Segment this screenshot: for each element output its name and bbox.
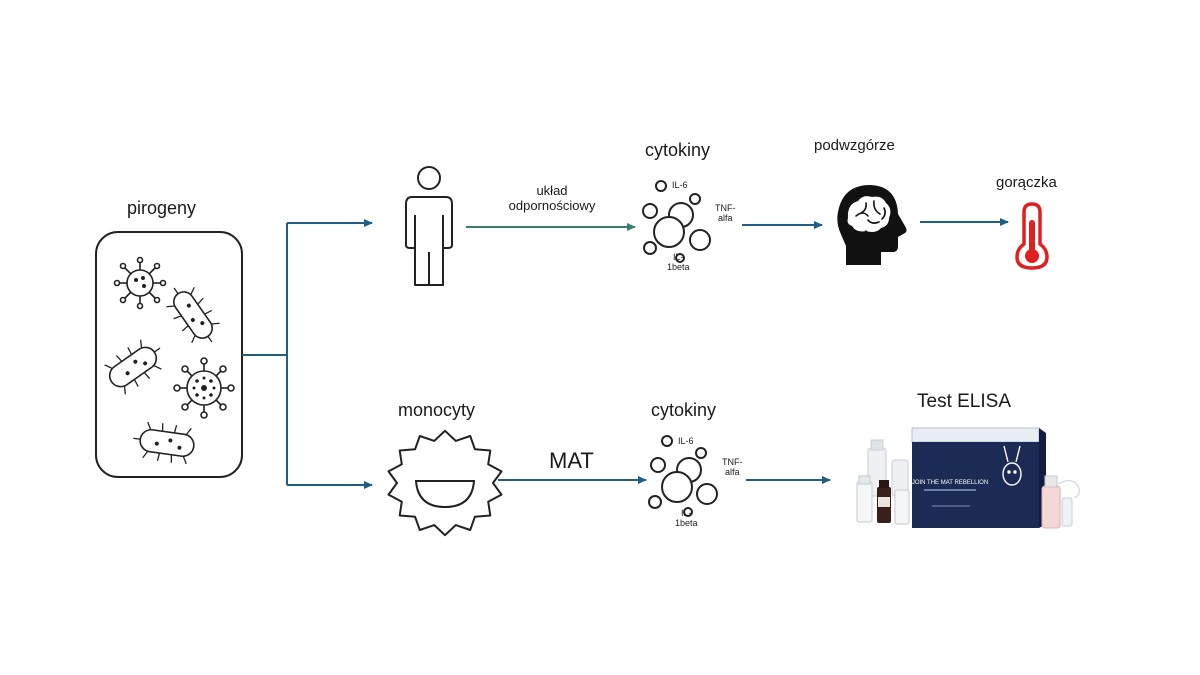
il1-label-bottom: IL- 1beta	[675, 508, 698, 529]
pyrogens-label: pirogeny	[127, 198, 197, 218]
cytokine-cluster-top	[642, 180, 711, 263]
elisa-kit-image: JOIN THE MAT REBELLION	[856, 427, 1080, 529]
mat-label: MAT	[549, 448, 594, 473]
tnf-label-bottom: TNF- alfa	[722, 457, 743, 478]
tnf-line1-top: TNF-	[715, 203, 736, 213]
il1-line1-top: IL-	[673, 252, 684, 262]
microbe-icon	[113, 256, 167, 310]
il1-label-top: IL- 1beta	[667, 252, 690, 273]
cytokine-cluster-bottom	[648, 435, 718, 517]
person-icon	[405, 166, 453, 286]
il6-label-top: IL-6	[672, 180, 688, 190]
thermometer-icon	[1015, 202, 1049, 270]
fever-label: gorączka	[996, 174, 1057, 191]
virus-icon	[173, 357, 235, 419]
monocyte-icon	[387, 429, 503, 537]
elisa-label: Test ELISA	[917, 391, 1011, 412]
tnf-label-top: TNF- alfa	[715, 203, 736, 224]
brain-head-icon	[837, 185, 907, 265]
kit-brand-text: JOIN THE MAT REBELLION	[912, 480, 988, 486]
cytokines-bottom-label: cytokiny	[651, 400, 717, 420]
branch-connector	[242, 219, 373, 489]
hypothalamus-label: podwzgórze	[814, 137, 895, 154]
bacteria-icon	[104, 286, 220, 465]
immune-system-label: układ odpornościowy	[478, 183, 626, 214]
il1-line2-top: 1beta	[667, 261, 690, 272]
monocytes-label: monocyty	[398, 400, 476, 420]
cytokines-top-label: cytokiny	[645, 140, 711, 160]
il6-label-bottom: IL-6	[678, 436, 694, 446]
tnf-line1-bottom: TNF-	[722, 457, 743, 467]
il1-line2-bottom: 1beta	[675, 517, 698, 528]
immune-system-line1: układ	[536, 183, 568, 198]
immune-system-line2: odpornościowy	[508, 197, 596, 213]
tnf-line2-bottom: alfa	[724, 466, 740, 477]
il1-line1-bottom: IL-	[681, 508, 692, 518]
tnf-line2-top: alfa	[717, 212, 733, 223]
